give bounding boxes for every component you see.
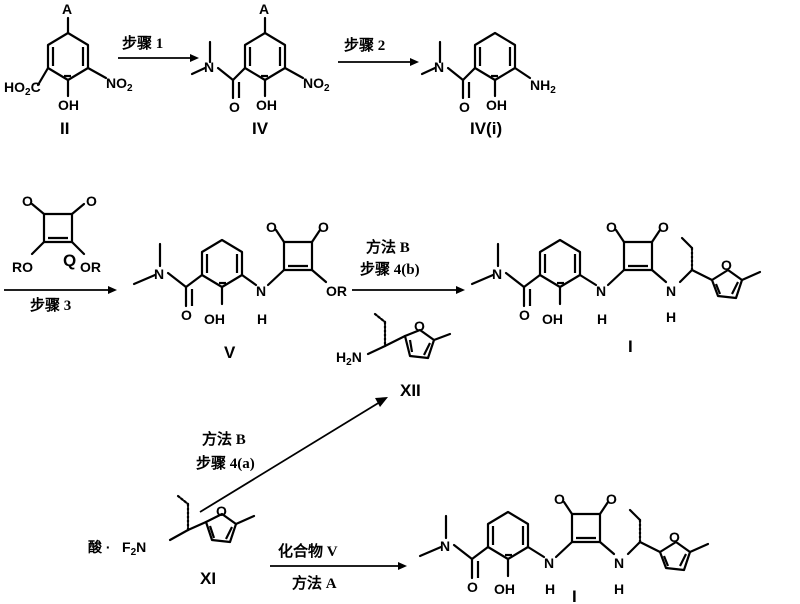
arrowhead-step-3	[108, 286, 117, 294]
label-compound-i-bottom: I	[572, 587, 577, 604]
atom-oh-i-bottom: OH	[494, 581, 515, 597]
atom-nh-i-bottom: N	[544, 555, 554, 571]
arrowhead-step-2	[410, 58, 419, 66]
atom-a: A	[62, 1, 72, 17]
label-step-1: 步骤 1	[122, 35, 163, 52]
atom-n-i-bottom: N	[440, 538, 450, 554]
atom-h-i-bottom: H	[545, 581, 555, 597]
atom-o-v-sq-right: O	[318, 219, 329, 235]
atom-no2-iv: NO2	[303, 75, 330, 94]
label-compound-iv: IV	[252, 119, 269, 138]
atom-oh: OH	[58, 97, 79, 113]
arrowhead-step-1	[190, 54, 199, 62]
atom-o-q-right: O	[86, 193, 97, 209]
atom-oh-ivi: OH	[486, 97, 507, 113]
atom-o-i-bottom-furan: O	[669, 529, 680, 545]
label-compound-xii: XII	[400, 381, 421, 400]
atom-nh-v: N	[256, 283, 266, 299]
arrowhead-method-a	[398, 562, 407, 570]
atom-or-q: OR	[80, 259, 101, 275]
atom-oh-v: OH	[204, 311, 225, 327]
arrow-step-4a	[199, 401, 381, 513]
label-compound-ii: II	[60, 119, 69, 138]
arrowhead-step-4a	[375, 397, 388, 407]
atom-acid-xi: 酸 ·	[88, 539, 111, 555]
label-step-3: 步骤 3	[30, 297, 71, 314]
compound-xii-structure	[366, 312, 452, 360]
atom-o-q-left: O	[22, 193, 33, 209]
label-compound-xi: XI	[200, 569, 216, 588]
atom-o-v: O	[181, 307, 192, 323]
label-method-b-top: 方法 B	[366, 238, 410, 256]
atom-or-v: OR	[326, 283, 347, 299]
atom-h2-i-bottom: H	[614, 581, 624, 597]
atom-a-iv: A	[259, 1, 269, 17]
atom-nh2-i-bottom: N	[614, 555, 624, 571]
compound-xi-structure	[168, 494, 256, 544]
label-compound-i-top: I	[628, 337, 633, 356]
atom-o-i-top-sq-right: O	[658, 219, 669, 235]
atom-o-iv: O	[229, 99, 240, 115]
atom-o-i-bottom-sq-left: O	[554, 491, 565, 507]
atom-o-i-top: O	[519, 307, 530, 323]
atom-o-xii-furan: O	[414, 318, 425, 334]
atom-nh2-ivi: NH2	[530, 77, 556, 96]
compound-ii-structure	[36, 16, 108, 98]
atom-h2-i-top: H	[666, 309, 676, 325]
compound-iv-structure	[190, 16, 305, 100]
label-step-4b: 步骤 4(b)	[360, 261, 420, 278]
atom-n-iv: N	[204, 59, 214, 75]
label-compound-iv-i: IV(i)	[470, 119, 502, 138]
label-step-2: 步骤 2	[344, 37, 385, 54]
atom-o-ivi: O	[459, 99, 470, 115]
atom-ho2c: HO2C	[4, 79, 41, 98]
arrowhead-step-4b	[456, 286, 465, 294]
atom-oh-i-top: OH	[542, 311, 563, 327]
atom-ro-q: RO	[12, 259, 33, 275]
atom-h-v: H	[257, 311, 267, 327]
label-compound-q: Q	[63, 251, 76, 270]
atom-o-v-sq-left: O	[266, 219, 277, 235]
compound-i-bottom-structure	[418, 500, 710, 580]
label-step-4a: 步骤 4(a)	[196, 455, 255, 472]
atom-o-i-top-furan: O	[721, 257, 732, 273]
compound-iv-i-structure	[420, 31, 532, 100]
atom-o-i-top-sq-left: O	[606, 219, 617, 235]
atom-o-xi-furan: O	[216, 503, 227, 519]
atom-no2: NO2	[106, 75, 133, 94]
atom-o-i-bottom: O	[467, 579, 478, 595]
atom-nh-i-top: N	[596, 283, 606, 299]
label-method-b-mid: 方法 B	[202, 430, 246, 448]
atom-h2n-xii: H2N	[336, 349, 362, 368]
label-compound-v-reagent: 化合物 V	[278, 542, 338, 560]
atom-n-i-top: N	[492, 266, 502, 282]
compound-v-structure	[132, 228, 328, 308]
atom-n-ivi: N	[434, 59, 444, 75]
atom-oh-iv: OH	[256, 97, 277, 113]
compound-i-top-structure	[470, 228, 762, 308]
atom-f2n-xi: F2N	[122, 539, 146, 558]
compound-q-structure	[30, 202, 86, 256]
atom-o-i-bottom-sq-right: O	[606, 491, 617, 507]
atom-h-i-top: H	[597, 311, 607, 327]
atom-n-v: N	[154, 266, 164, 282]
atom-nh2-i-top: N	[666, 283, 676, 299]
label-method-a: 方法 A	[292, 574, 337, 592]
label-compound-v: V	[224, 343, 236, 362]
